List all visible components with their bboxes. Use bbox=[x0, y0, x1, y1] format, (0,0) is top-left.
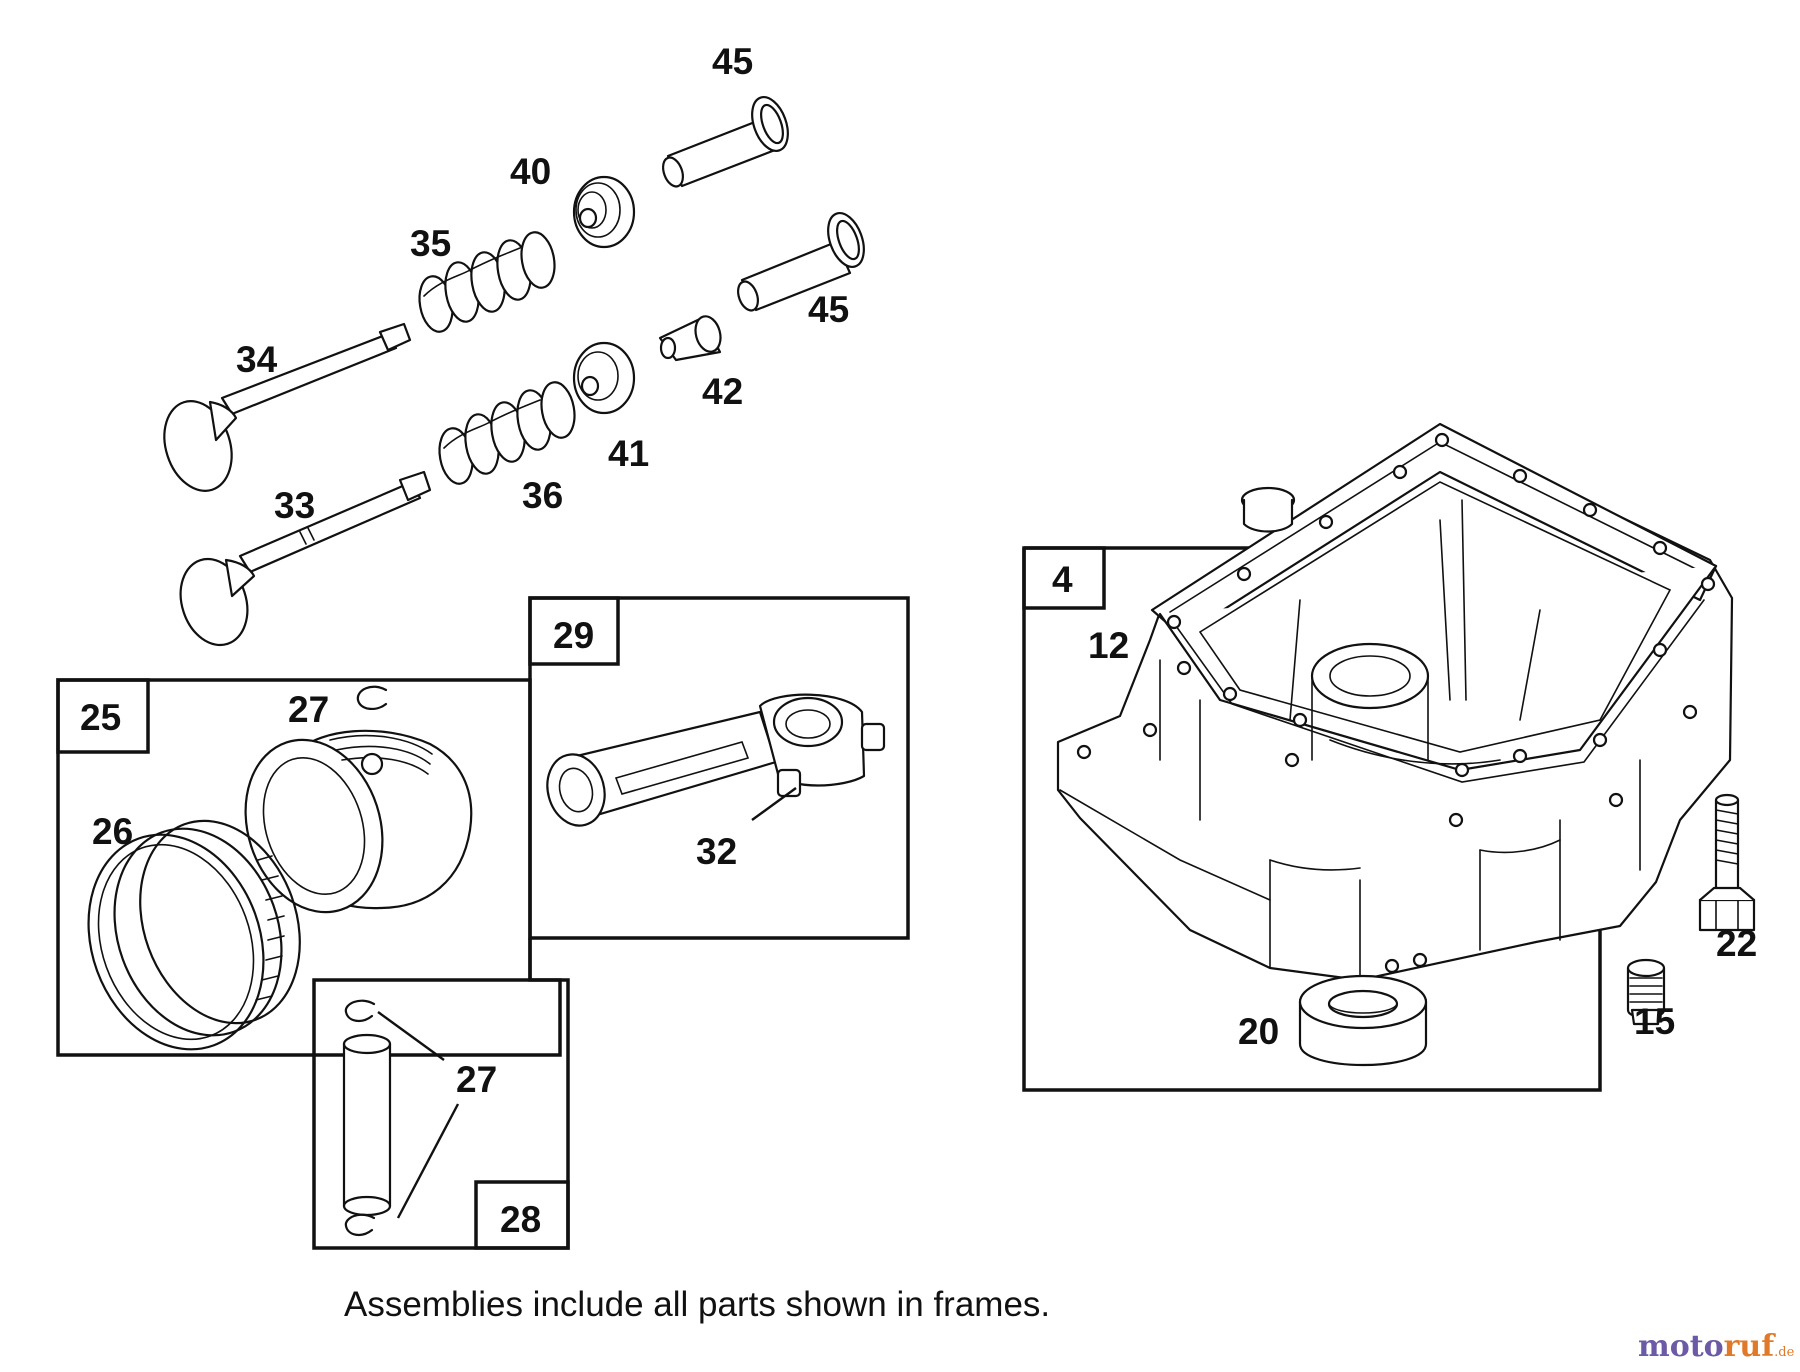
piston-pin bbox=[342, 1033, 392, 1217]
circlip-upper bbox=[344, 999, 376, 1022]
circlip-lower bbox=[344, 1213, 376, 1236]
valve-guide-upper bbox=[662, 96, 789, 188]
caption-assemblies-note: Assemblies include all parts shown in fr… bbox=[344, 1285, 1050, 1324]
frame-number-25: 25 bbox=[80, 697, 121, 738]
callout-45-upper: 45 bbox=[712, 41, 753, 82]
callout-32: 32 bbox=[696, 831, 737, 872]
watermark-part1: moto bbox=[1638, 1329, 1724, 1364]
piston bbox=[244, 729, 473, 914]
valve-rotator bbox=[572, 175, 636, 249]
watermark-part2: ruf bbox=[1724, 1329, 1777, 1364]
frame-28-piston-pin: 28 27 bbox=[312, 978, 570, 1250]
callout-34: 34 bbox=[236, 339, 278, 380]
callout-27-top: 27 bbox=[288, 689, 329, 730]
sump-bolt bbox=[1698, 793, 1756, 932]
valve-collet bbox=[658, 315, 722, 362]
callout-41: 41 bbox=[608, 433, 649, 474]
connecting-rod bbox=[546, 693, 886, 827]
callout-12: 12 bbox=[1088, 625, 1129, 666]
leader-27-upper bbox=[377, 1011, 445, 1061]
watermark-logo: motoruf.de bbox=[1638, 1329, 1795, 1364]
callout-40: 40 bbox=[510, 151, 551, 192]
sump-cover bbox=[1056, 422, 1734, 982]
oil-seal bbox=[1298, 974, 1428, 1067]
frame-25-piston-assembly: 25 27 26 bbox=[56, 678, 562, 1057]
callout-45-lower: 45 bbox=[808, 289, 849, 330]
piston-rings bbox=[87, 819, 301, 1051]
callout-35: 35 bbox=[410, 223, 451, 264]
callout-36: 36 bbox=[522, 475, 563, 516]
valve-spring-upper bbox=[418, 231, 556, 333]
svg-text:motoruf.de: motoruf.de bbox=[1638, 1329, 1795, 1364]
valve-exhaust bbox=[163, 322, 412, 492]
valve-spring-lower bbox=[438, 381, 576, 485]
leader-27-lower bbox=[396, 1103, 460, 1219]
valve-intake bbox=[179, 470, 432, 647]
circlip-top bbox=[356, 685, 388, 710]
callout-20: 20 bbox=[1238, 1011, 1279, 1052]
callout-22: 22 bbox=[1716, 923, 1757, 964]
frame-number-4: 4 bbox=[1052, 559, 1073, 600]
callout-15: 15 bbox=[1634, 1001, 1675, 1042]
frame-number-29: 29 bbox=[553, 615, 594, 656]
callout-27-pin: 27 bbox=[456, 1059, 497, 1100]
valve-retainer bbox=[572, 341, 636, 415]
drain-plug bbox=[1626, 958, 1666, 1026]
frame-number-28: 28 bbox=[500, 1199, 541, 1240]
leader-32 bbox=[751, 787, 797, 821]
callout-33: 33 bbox=[274, 485, 315, 526]
frame-4-sump: 4 bbox=[1022, 422, 1757, 1092]
valve-guide-lower bbox=[737, 212, 865, 312]
watermark-suffix: .de bbox=[1774, 1345, 1794, 1360]
callout-42: 42 bbox=[702, 371, 743, 412]
frame-29-connecting-rod: 29 32 bbox=[528, 596, 910, 940]
callout-26: 26 bbox=[92, 811, 133, 852]
